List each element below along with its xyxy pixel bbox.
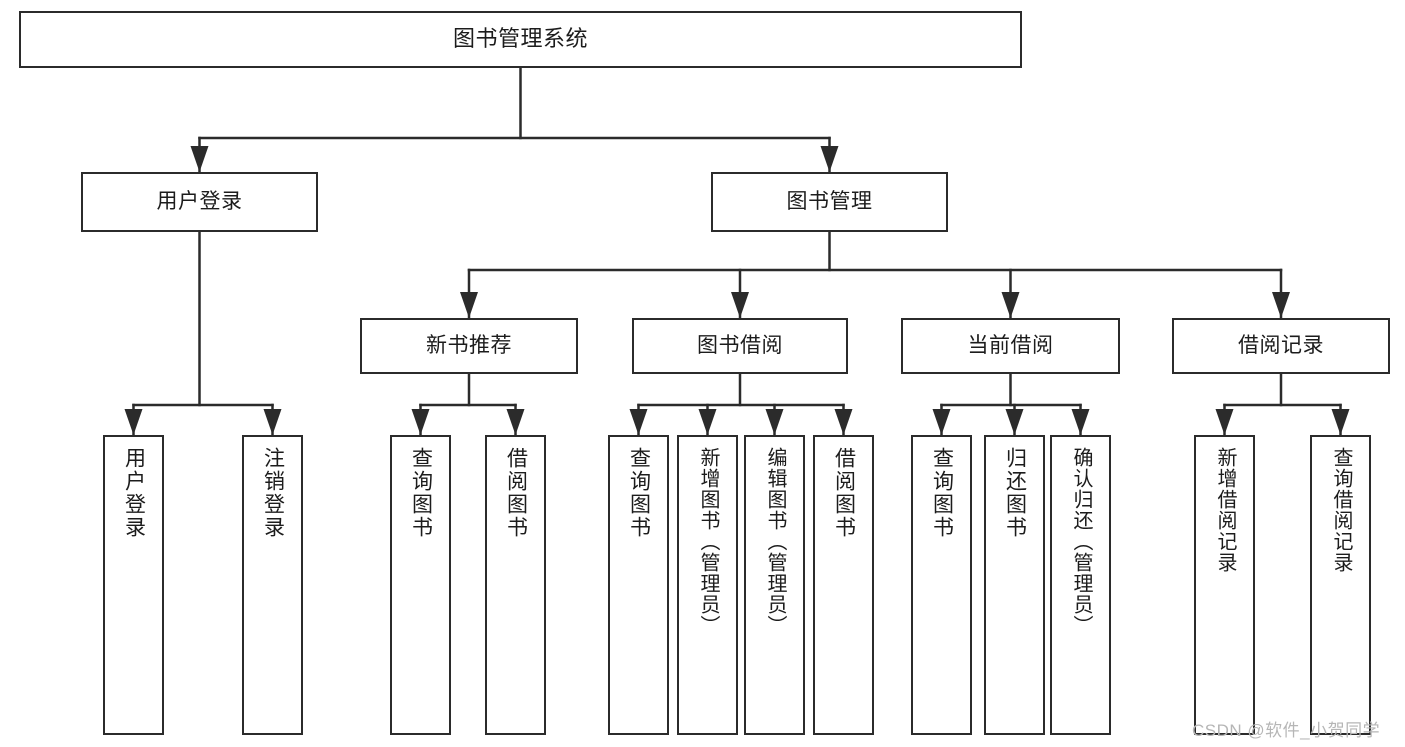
arrowhead-icon — [460, 292, 478, 318]
arrowhead-icon — [1215, 409, 1234, 435]
node-label: 图书借阅 — [697, 334, 783, 358]
arrowhead-icon — [1071, 409, 1090, 435]
node-leaf-query-rec[interactable]: 查询借阅记录 — [1310, 435, 1371, 735]
arrowhead-icon — [820, 146, 839, 172]
node-leaf-edit-book[interactable]: 编辑图书（管理员） — [744, 435, 805, 735]
arrowhead-icon — [1001, 292, 1020, 318]
node-label: 查询图书 — [627, 447, 651, 539]
node-records[interactable]: 借阅记录 — [1172, 318, 1390, 374]
node-leaf-borrow-new[interactable]: 借阅图书 — [485, 435, 546, 735]
node-label: 新书推荐 — [426, 334, 512, 358]
node-label: 编辑图书（管理员） — [764, 447, 786, 636]
arrowhead-icon — [1005, 409, 1024, 435]
node-leaf-confirm[interactable]: 确认归还（管理员） — [1050, 435, 1111, 735]
arrowhead-icon — [1272, 292, 1290, 318]
node-leaf-logout[interactable]: 注销登录 — [242, 435, 303, 735]
node-label: 查询图书 — [409, 447, 433, 539]
node-label: 借阅图书 — [504, 447, 528, 539]
node-label: 用户登录 — [122, 447, 146, 539]
node-leaf-login[interactable]: 用户登录 — [103, 435, 164, 735]
node-leaf-add-book[interactable]: 新增图书（管理员） — [677, 435, 738, 735]
arrowhead-icon — [190, 146, 209, 172]
arrowhead-icon — [834, 409, 853, 435]
node-label: 图书管理 — [786, 190, 873, 214]
node-leaf-query-new[interactable]: 查询图书 — [390, 435, 451, 735]
arrowhead-icon — [411, 409, 430, 435]
arrowhead-icon — [506, 409, 525, 435]
arrowhead-icon — [1331, 409, 1350, 435]
arrowhead-icon — [932, 409, 951, 435]
node-current[interactable]: 当前借阅 — [901, 318, 1120, 374]
node-label: 查询借阅记录 — [1330, 447, 1352, 573]
node-leaf-borrow-book[interactable]: 借阅图书 — [813, 435, 874, 735]
node-label: 查询图书 — [930, 447, 954, 539]
arrowhead-icon — [765, 409, 784, 435]
node-label: 新增图书（管理员） — [697, 447, 719, 636]
csdn-watermark: CSDN @软件_小贺同学 — [1192, 721, 1381, 740]
node-leaf-query-c[interactable]: 查询图书 — [911, 435, 972, 735]
node-label: 用户登录 — [156, 190, 243, 214]
node-leaf-return[interactable]: 归还图书 — [984, 435, 1045, 735]
node-newbook[interactable]: 新书推荐 — [360, 318, 578, 374]
node-label: 借阅记录 — [1238, 334, 1324, 358]
node-label: 新增借阅记录 — [1214, 447, 1236, 573]
node-label: 借阅图书 — [832, 447, 856, 539]
node-leaf-query-b[interactable]: 查询图书 — [608, 435, 669, 735]
arrowhead-icon — [731, 292, 749, 318]
node-login[interactable]: 用户登录 — [81, 172, 318, 232]
node-label: 注销登录 — [261, 447, 285, 539]
node-label: 归还图书 — [1003, 447, 1027, 539]
node-bookmgmt[interactable]: 图书管理 — [711, 172, 948, 232]
node-label: 图书管理系统 — [452, 26, 588, 52]
node-label: 确认归还（管理员） — [1070, 447, 1092, 636]
node-root[interactable]: 图书管理系统 — [19, 11, 1022, 68]
node-leaf-add-rec[interactable]: 新增借阅记录 — [1194, 435, 1255, 735]
arrowhead-icon — [698, 409, 717, 435]
arrowhead-icon — [124, 409, 143, 435]
arrowhead-icon — [263, 409, 282, 435]
arrowhead-icon — [629, 409, 648, 435]
node-borrow[interactable]: 图书借阅 — [632, 318, 848, 374]
node-label: 当前借阅 — [967, 334, 1054, 358]
